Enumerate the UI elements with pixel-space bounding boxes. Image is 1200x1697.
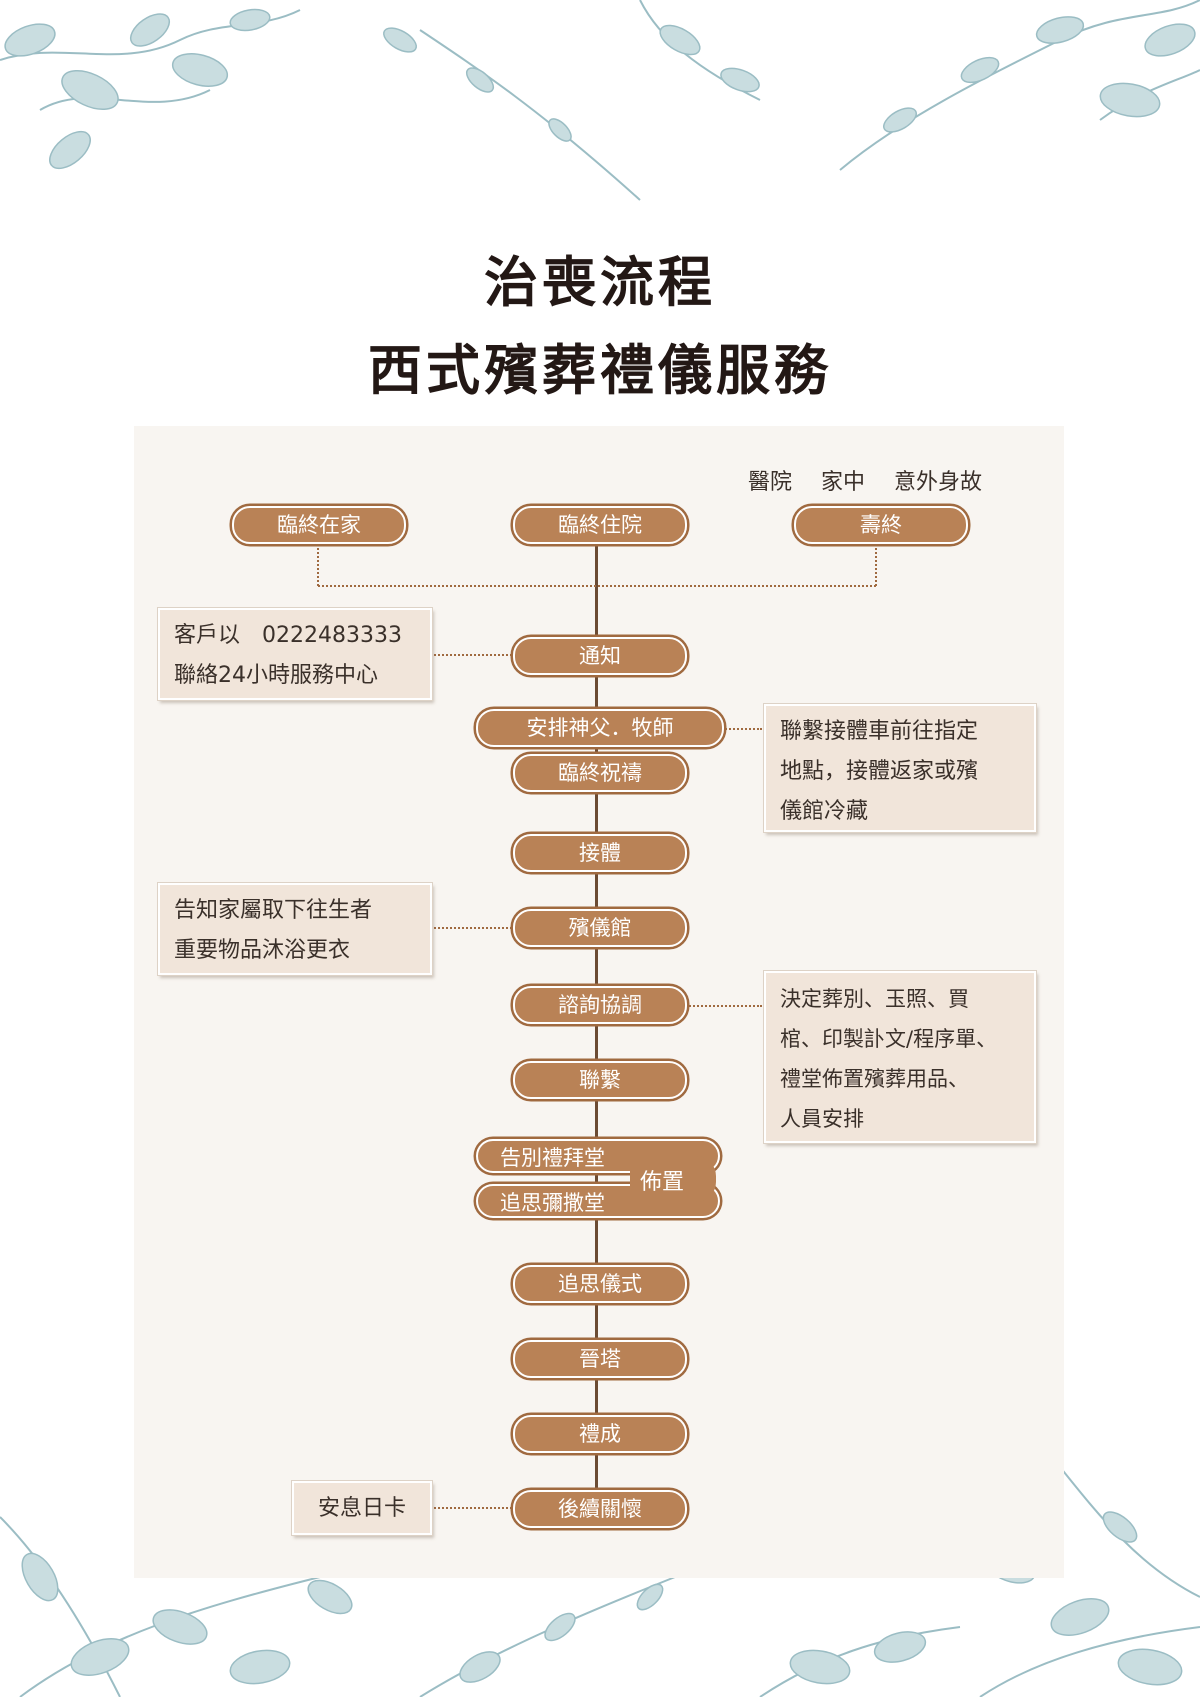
decorative-foliage-top-icon bbox=[0, 0, 1200, 201]
setup-label: 佈置 bbox=[640, 1170, 685, 1195]
step-receive-body: 接體 bbox=[513, 834, 687, 872]
note-transport: 聯繫接體車前往指定 地點，接體返家或殯 儀館冷藏 bbox=[764, 704, 1036, 832]
page-subtitle: 西式殯葬禮儀服務 bbox=[368, 339, 832, 402]
note-family-line-2: 重要物品沐浴更衣 bbox=[174, 938, 351, 963]
step-funeral-home: 殯儀館 bbox=[513, 909, 687, 947]
step-aftercare: 後續關懷 bbox=[513, 1490, 687, 1528]
node-natural-death: 壽終 bbox=[794, 506, 968, 544]
step-consult: 諮詢協調 bbox=[513, 986, 687, 1024]
right-dotted-drop bbox=[875, 540, 877, 586]
location-labels: 醫院 家中 意外身故 bbox=[748, 464, 1004, 496]
note-decisions: 決定葬別、玉照、買 棺、印製訃文/程序單、 禮堂佈置殯葬用品、 人員安排 bbox=[764, 971, 1036, 1143]
card-connector bbox=[434, 1507, 512, 1509]
note-contact-center: 客戶以 0222483333 聯絡24小時服務中心 bbox=[158, 608, 432, 700]
step-contact: 聯繫 bbox=[513, 1061, 687, 1099]
node-dying-at-home: 臨終在家 bbox=[232, 506, 406, 544]
note-family: 告知家屬取下往生者 重要物品沐浴更衣 bbox=[158, 883, 432, 975]
note-transport-line-1: 聯繫接體車前往指定 bbox=[780, 719, 979, 744]
note-contact-center-line-2: 聯絡24小時服務中心 bbox=[174, 663, 378, 688]
note-decisions-line-4: 人員安排 bbox=[780, 1107, 864, 1131]
location-home: 家中 bbox=[821, 470, 866, 495]
contact-center-connector bbox=[434, 654, 512, 656]
note-contact-center-line-1: 客戶以 0222483333 bbox=[174, 623, 402, 648]
top-dotted-connector bbox=[318, 585, 876, 587]
step-memorial-ceremony: 追思儀式 bbox=[513, 1265, 687, 1303]
step-deathbed-prayer: 臨終祝禱 bbox=[513, 754, 687, 792]
farewell-chapel-label: 告別禮拜堂 bbox=[500, 1146, 605, 1170]
decorative-foliage-bottom-icon bbox=[0, 1466, 1200, 1697]
note-rest-day-card: 安息日卡 bbox=[292, 1481, 432, 1535]
note-decisions-line-2: 棺、印製訃文/程序單、 bbox=[780, 1027, 998, 1051]
step-ceremony-complete: 禮成 bbox=[513, 1415, 687, 1453]
note-transport-line-3: 儀館冷藏 bbox=[780, 799, 869, 824]
setup-bracket bbox=[630, 1156, 716, 1202]
node-dying-in-hospital: 臨終住院 bbox=[513, 506, 687, 544]
step-arrange-clergy: 安排神父．牧師 bbox=[476, 709, 724, 747]
step-notify: 通知 bbox=[513, 637, 687, 675]
memorial-mass-hall-label: 追思彌撒堂 bbox=[500, 1191, 605, 1215]
location-accident: 意外身故 bbox=[894, 470, 983, 495]
note-rest-day-card-line-1: 安息日卡 bbox=[317, 1496, 406, 1521]
transport-connector bbox=[722, 728, 762, 730]
note-family-line-1: 告知家屬取下往生者 bbox=[174, 898, 373, 923]
note-decisions-line-3: 禮堂佈置殯葬用品、 bbox=[780, 1067, 969, 1091]
note-transport-line-2: 地點，接體返家或殯 bbox=[780, 759, 979, 784]
left-dotted-drop bbox=[317, 540, 319, 586]
decisions-connector bbox=[686, 1005, 762, 1007]
page-title: 治喪流程 bbox=[484, 251, 716, 314]
note-decisions-line-1: 決定葬別、玉照、買 bbox=[780, 987, 969, 1011]
family-connector bbox=[434, 927, 512, 929]
location-hospital: 醫院 bbox=[748, 470, 793, 495]
step-columbarium: 晉塔 bbox=[513, 1340, 687, 1378]
